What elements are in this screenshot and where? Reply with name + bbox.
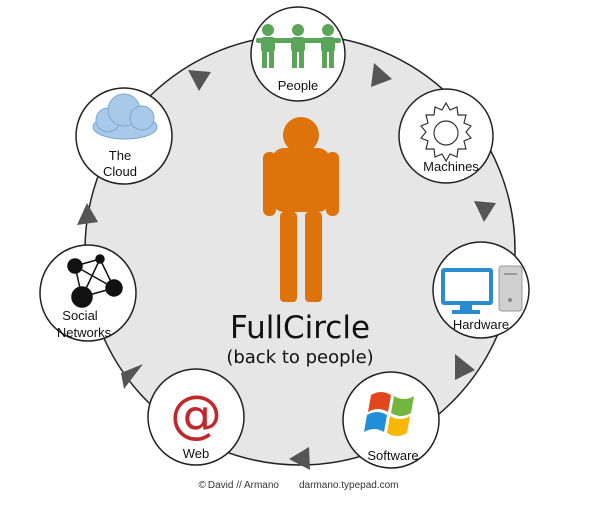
arrow-social-to-cloud [77, 203, 98, 225]
arrow-machines-to-hardware [474, 201, 496, 222]
node-label-software: Software [367, 448, 418, 463]
node-label-cloud-line1: The [109, 148, 131, 163]
node-the-cloud: The Cloud [75, 87, 173, 185]
cycle-arrows [77, 63, 496, 470]
arrow-cloud-to-people [188, 70, 211, 91]
node-people: People [250, 6, 346, 102]
diagram-subtitle: (back to people) [226, 347, 373, 368]
windows-logo-icon [364, 392, 414, 436]
node-software: Software [342, 371, 440, 469]
node-web: @ Web [147, 368, 245, 466]
node-label-social-line1: Social [62, 308, 98, 323]
at-sign-icon: @ [170, 385, 222, 445]
cloud-icon [92, 93, 158, 140]
footer-credit: ©David // Armano darmano.typepad.com [0, 480, 597, 491]
site-credit: darmano.typepad.com [299, 480, 399, 491]
diagram-title: FullCircle [230, 310, 370, 346]
copyright-symbol: © [198, 480, 206, 491]
node-hardware: Hardware [432, 241, 530, 339]
node-social-networks: Social Networks [39, 244, 137, 342]
gear-icon [420, 101, 472, 163]
arrow-web-to-social [121, 364, 143, 389]
node-label-machines: Machines [423, 159, 479, 174]
author-credit: David // Armano [207, 480, 279, 491]
people-icon [256, 24, 341, 68]
central-person-icon [263, 117, 339, 302]
arrow-hardware-to-software [455, 354, 475, 380]
node-label-social-line2: Networks [57, 325, 112, 340]
node-label-people: People [278, 78, 318, 93]
arrow-software-to-web [289, 447, 310, 470]
node-label-cloud-line2: Cloud [103, 164, 137, 179]
node-machines: Machines [398, 88, 494, 184]
arrow-people-to-machines [371, 63, 392, 87]
network-graph-icon [67, 254, 123, 308]
node-label-web: Web [183, 446, 210, 461]
computer-icon [441, 265, 523, 314]
node-label-hardware: Hardware [453, 317, 509, 332]
